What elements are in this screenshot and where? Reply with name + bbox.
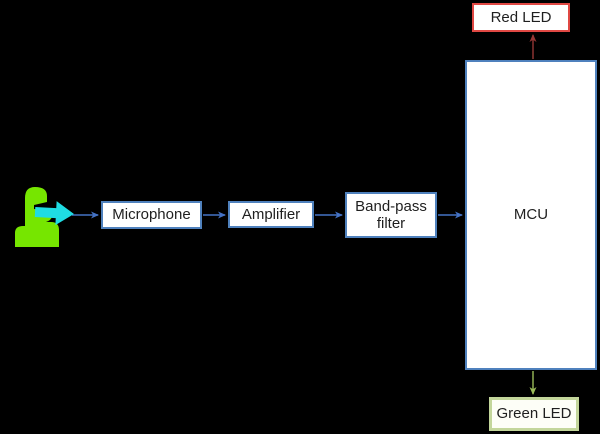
speaking-person-icon — [15, 187, 74, 247]
node-bandpass-filter-label: Band-pass filter — [355, 197, 427, 232]
node-amplifier: Amplifier — [228, 201, 314, 228]
node-microphone-label: Microphone — [112, 206, 191, 224]
node-mcu: MCU — [465, 60, 597, 370]
node-red-led: Red LED — [472, 3, 570, 32]
node-amplifier-label: Amplifier — [241, 205, 301, 223]
node-red-led-label: Red LED — [490, 8, 552, 26]
node-green-led: Green LED — [489, 397, 579, 431]
node-mcu-label: MCU — [513, 206, 549, 224]
node-green-led-label: Green LED — [496, 405, 572, 423]
node-bandpass-filter: Band-pass filter — [345, 192, 437, 238]
node-microphone: Microphone — [101, 201, 202, 229]
speech-sound-arrow — [34, 201, 74, 226]
